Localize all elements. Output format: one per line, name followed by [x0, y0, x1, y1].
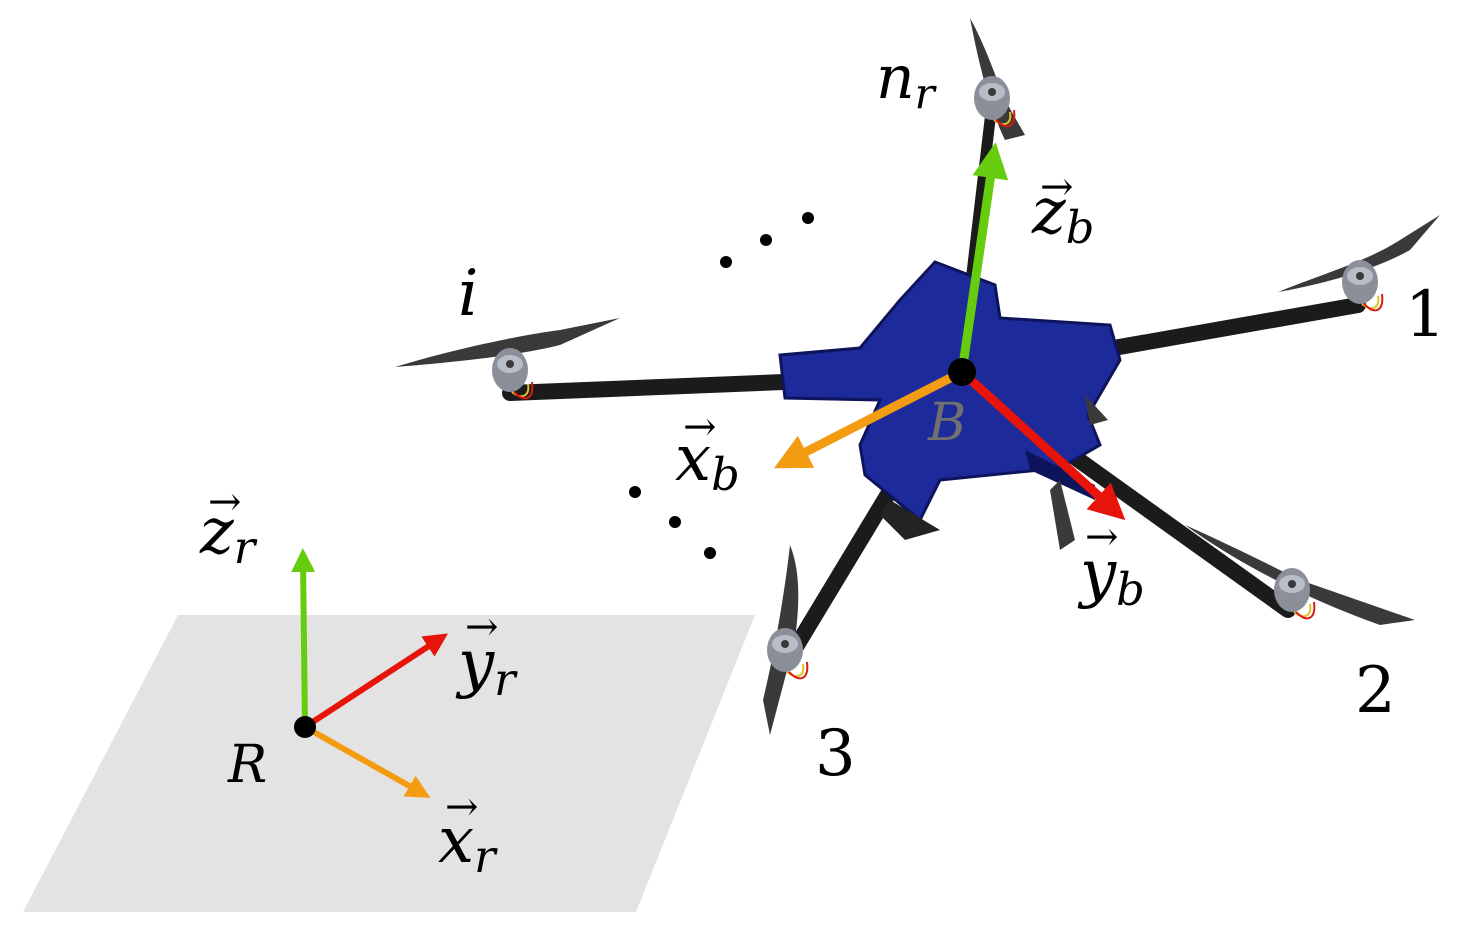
axis-zb-arrow	[957, 142, 1009, 373]
origin-ref-point	[294, 716, 316, 738]
svg-text:→: →	[465, 604, 499, 650]
svg-text:→: →	[208, 479, 242, 525]
ground-plane	[23, 615, 755, 912]
origin-body-point	[948, 358, 976, 386]
axis-zr-label: → zr	[199, 479, 258, 574]
svg-text:xb: xb	[675, 422, 740, 501]
ellipsis-dots-icon	[629, 212, 814, 559]
origin-ref-label: R	[227, 735, 267, 795]
rotor-propeller-icon	[970, 18, 1025, 140]
svg-text:zr: zr	[199, 495, 258, 574]
svg-text:yr: yr	[455, 627, 518, 706]
axis-xr-label: → xr	[438, 784, 498, 883]
axis-yr-arrow	[303, 633, 449, 730]
svg-text:→: →	[445, 784, 479, 830]
axis-zr-arrow	[291, 548, 316, 728]
rotor-nr-label: nr	[876, 43, 938, 118]
svg-text:→: →	[683, 404, 717, 450]
origin-body-label: B	[927, 393, 966, 453]
svg-text:zb: zb	[1031, 175, 1094, 254]
axis-xb-arrow	[773, 367, 965, 469]
axis-yb-arrow	[958, 368, 1126, 521]
drone-body	[778, 260, 1122, 550]
rotor-propeller-icon	[763, 545, 809, 735]
axis-yr-label: → yr	[455, 604, 518, 706]
axis-xb-label: → xb	[675, 404, 740, 501]
axis-zb-label: → zb	[1031, 164, 1094, 254]
svg-text:→: →	[1040, 164, 1074, 210]
rotor-2-label: 2	[1355, 654, 1396, 728]
axis-yb-label: → yb	[1077, 514, 1145, 616]
axis-xr-arrow	[303, 724, 431, 798]
svg-text:→: →	[1085, 514, 1119, 560]
svg-text:yb: yb	[1077, 537, 1145, 616]
rotor-3-label: 3	[815, 717, 856, 791]
rotor-1-label: 1	[1405, 278, 1446, 352]
rotor-propeller-icon	[395, 318, 620, 400]
rotor-i-label: i	[458, 257, 478, 331]
rotor-propeller-icon	[1185, 525, 1415, 625]
svg-text:xr: xr	[438, 804, 498, 883]
